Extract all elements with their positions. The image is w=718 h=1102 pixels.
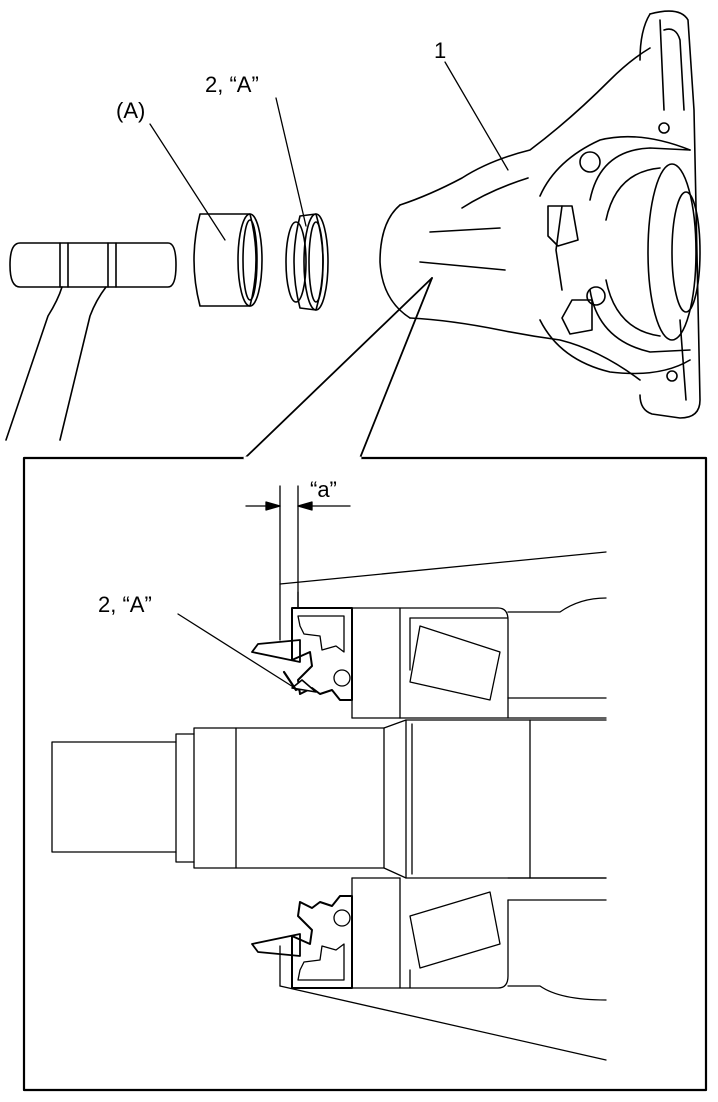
installer-tool [193,213,263,307]
dimension-a-label: “a” [310,477,337,502]
seal-top-label: 2, “A” [205,72,259,97]
detail-frame [22,456,708,1092]
callout-pointer [244,277,433,459]
hammer-handle [5,242,177,441]
leader-lines [149,61,509,241]
detail-section-view [51,485,607,1061]
part-1-label: 1 [434,38,446,63]
differential-carrier [379,10,701,419]
oil-seal [285,213,329,311]
tool-a-label: (A) [116,98,145,123]
seal-detail-label: 2, “A” [98,592,152,617]
